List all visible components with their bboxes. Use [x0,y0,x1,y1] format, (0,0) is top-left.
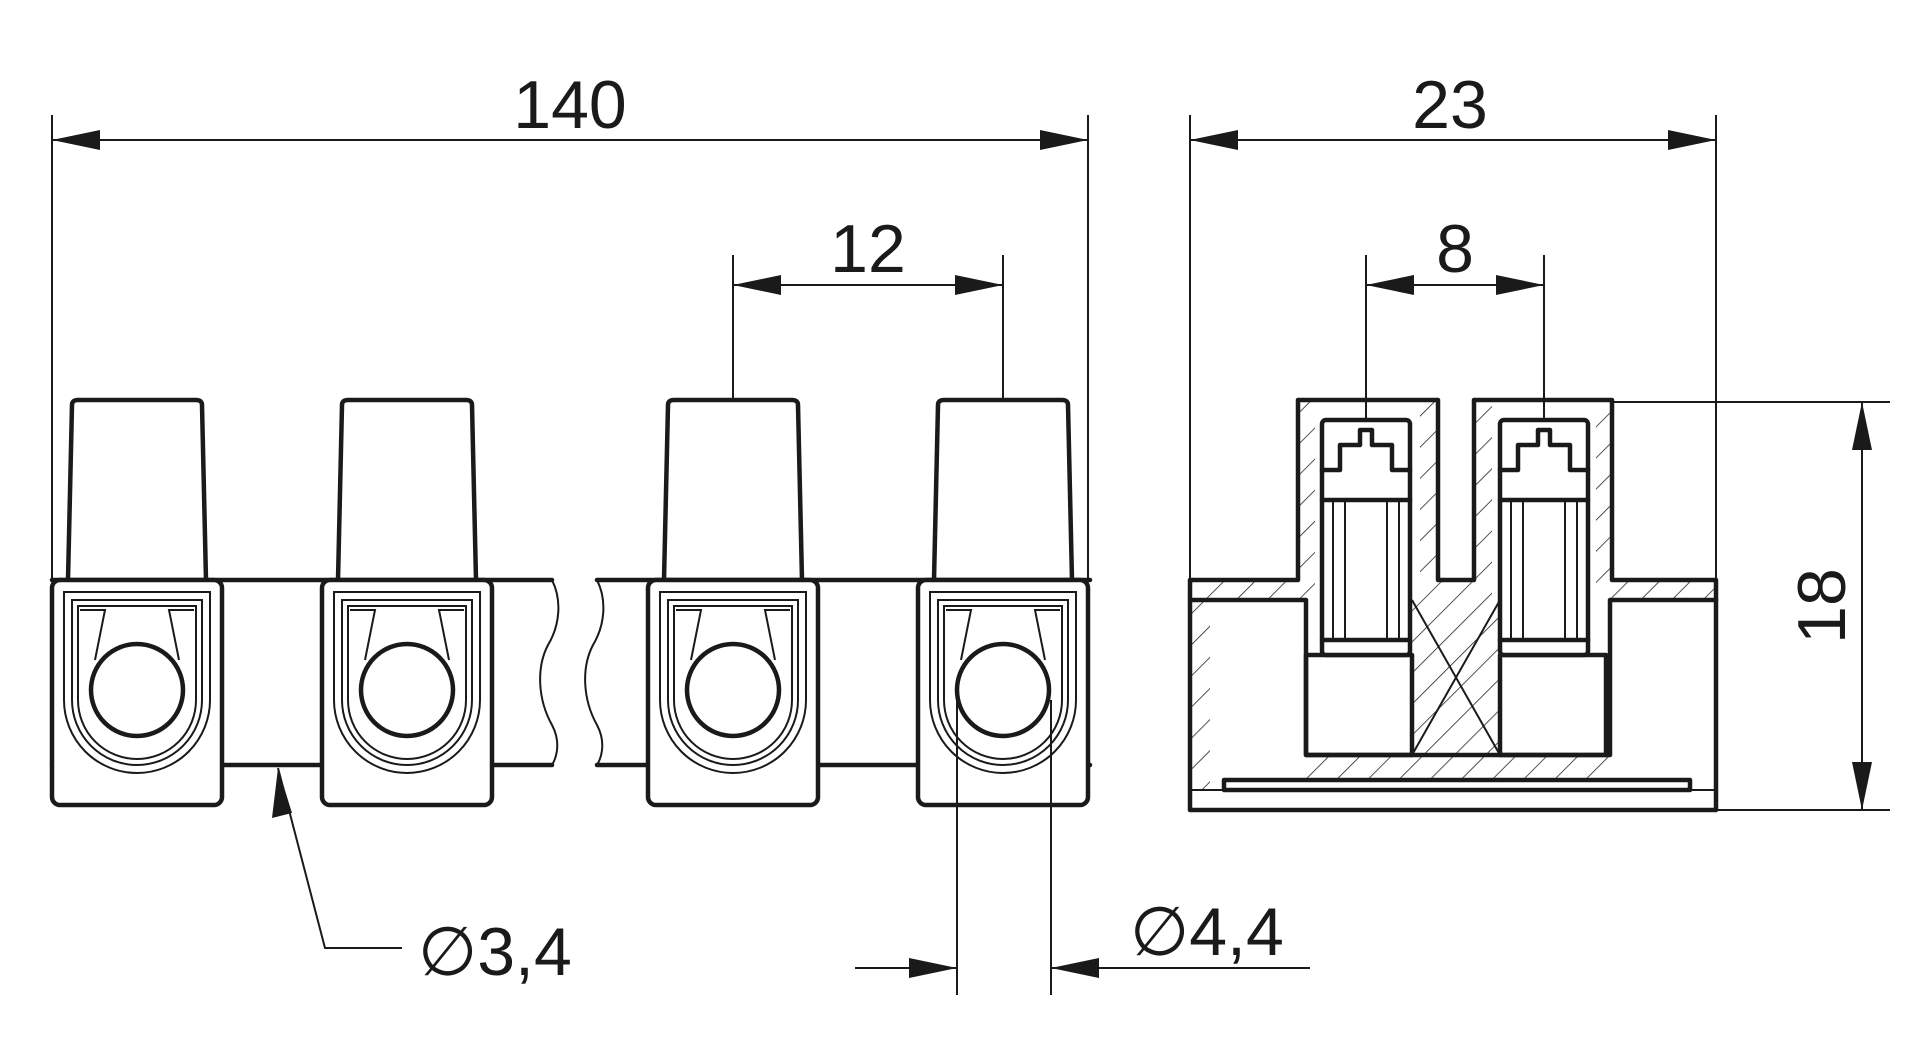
hatch-floor [1306,755,1610,780]
terminal-1 [49,397,225,808]
dimension-pitch: 12 [732,211,1004,400]
dimension-screw-spacing: 8 [1365,211,1545,420]
dimension-wire-hole-large: ∅4,4 [855,700,1310,995]
break-line-2 [584,579,605,766]
screw-2 [1497,417,1591,658]
dimension-label-8: 8 [1436,211,1474,287]
terminal-3 [645,397,821,808]
front-view: 140 12 ∅3,4 ∅4,4 [49,67,1310,995]
side-section-view: 23 8 18 [1187,67,1890,813]
dimension-label-18: 18 [1784,568,1860,644]
dimension-label-diameter-4-4: ∅4,4 [1130,894,1284,970]
leader-wire-hole-small: ∅3,4 [272,767,572,990]
dimension-label-12: 12 [830,211,906,287]
dimension-height: 18 [1612,401,1890,811]
dimension-overall-length: 140 [51,67,1089,580]
terminal-2 [319,397,495,808]
screw-1 [1319,417,1413,658]
hatch-centre-wall [1420,400,1492,600]
break-line [539,579,560,766]
hatch-right-wall [1596,400,1716,600]
terminal-4 [915,397,1091,808]
dimension-overall-depth: 23 [1189,67,1717,580]
hatch-left-wall [1190,400,1315,790]
dimension-label-140: 140 [513,67,626,143]
dimension-label-diameter-3-4: ∅3,4 [418,914,572,990]
dimension-label-23: 23 [1412,67,1488,143]
